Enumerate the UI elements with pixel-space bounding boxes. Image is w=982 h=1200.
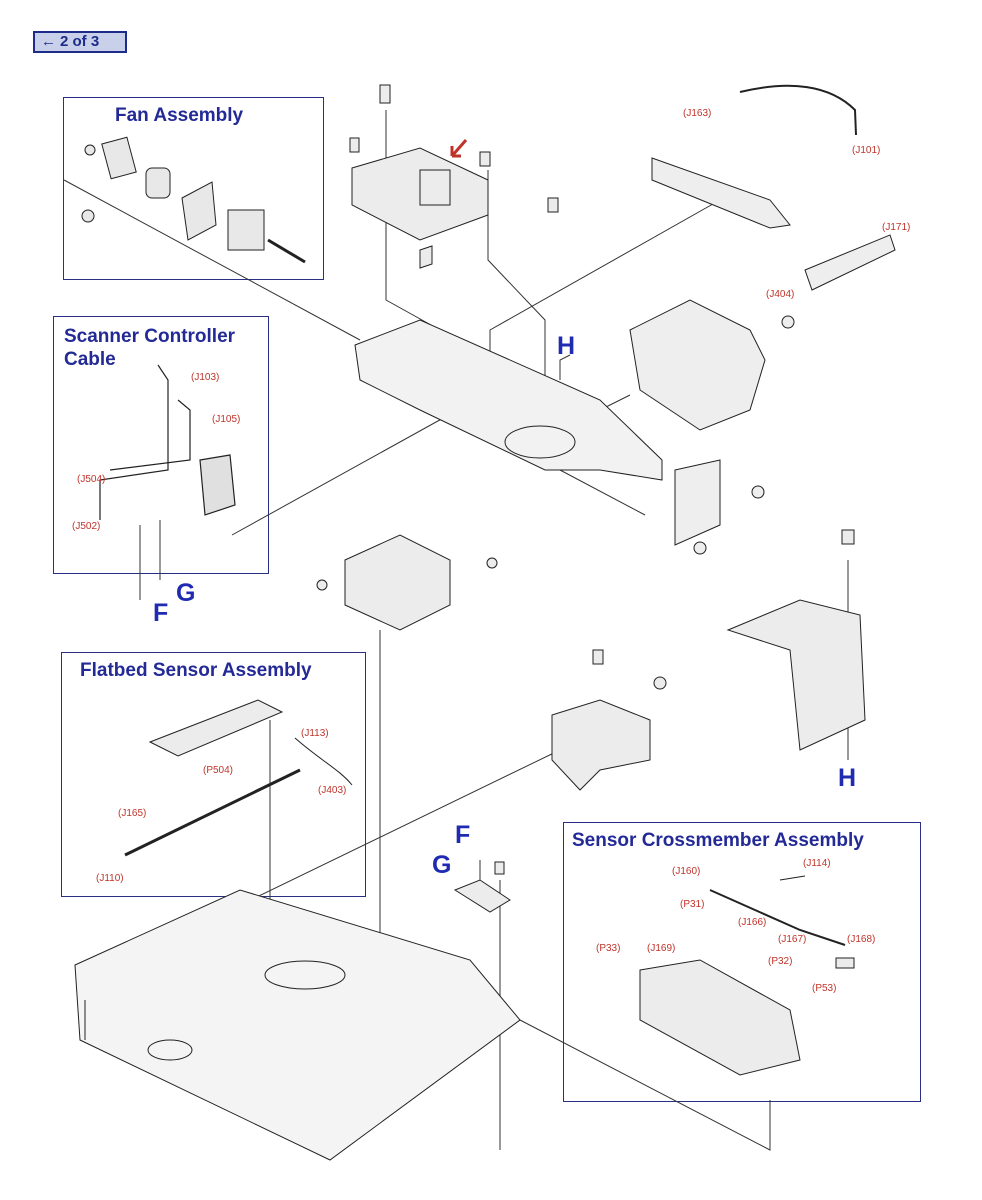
connector-j114: (J114) <box>803 858 831 869</box>
scanner-controller-title-line1: Scanner Controller <box>64 326 236 347</box>
connector-j103: (J103) <box>191 372 220 383</box>
connector-j166: (J166) <box>738 917 767 928</box>
page-indicator: 2 of 3 <box>60 33 100 50</box>
connector-j113: (J113) <box>301 728 329 739</box>
connector-j160: (J160) <box>672 866 701 877</box>
fan-assembly-title: Fan Assembly <box>115 105 244 126</box>
connector-j504: (J504) <box>77 474 106 485</box>
connector-j165: (J165) <box>118 808 147 819</box>
connector-j403: (J403) <box>318 785 347 796</box>
sensor-crossmember-assembly-title: Sensor Crossmember Assembly <box>572 830 864 851</box>
back-arrow-icon: ← <box>41 33 56 50</box>
connector-j163: (J163) <box>683 108 712 119</box>
callout-g-left: G <box>176 579 196 607</box>
connector-p33: (P33) <box>596 943 621 954</box>
callout-h-top: H <box>557 332 576 360</box>
connector-j169: (J169) <box>647 943 676 954</box>
scanner-controller-cable-box <box>53 316 269 574</box>
callout-g-mid: G <box>432 851 452 879</box>
callout-f-left: F <box>153 599 169 627</box>
connector-j171: (J171) <box>882 222 911 233</box>
connector-j110: (J110) <box>96 873 124 884</box>
connector-j404: (J404) <box>766 289 795 300</box>
callout-f-mid: F <box>455 821 471 849</box>
page-nav-button[interactable]: ←2 of 3 <box>33 31 127 53</box>
connector-p32: (P32) <box>768 956 793 967</box>
connector-p31: (P31) <box>680 899 705 910</box>
connector-j168: (J168) <box>847 934 876 945</box>
connector-p53: (P53) <box>812 983 837 994</box>
callout-h-right: H <box>838 764 857 792</box>
connector-p504: (P504) <box>203 765 234 776</box>
scanner-controller-title-line2: Cable <box>64 349 116 370</box>
connector-j105: (J105) <box>212 414 241 425</box>
pointer-arrow-icon <box>450 139 468 157</box>
fan-assembly-box <box>63 97 324 280</box>
flatbed-sensor-assembly-box <box>61 652 366 897</box>
connector-j167: (J167) <box>778 934 807 945</box>
connector-j502: (J502) <box>72 521 101 532</box>
connector-j101: (J101) <box>852 145 881 156</box>
flatbed-sensor-assembly-title: Flatbed Sensor Assembly <box>80 660 312 681</box>
sensor-crossmember-assembly-box <box>563 822 921 1102</box>
